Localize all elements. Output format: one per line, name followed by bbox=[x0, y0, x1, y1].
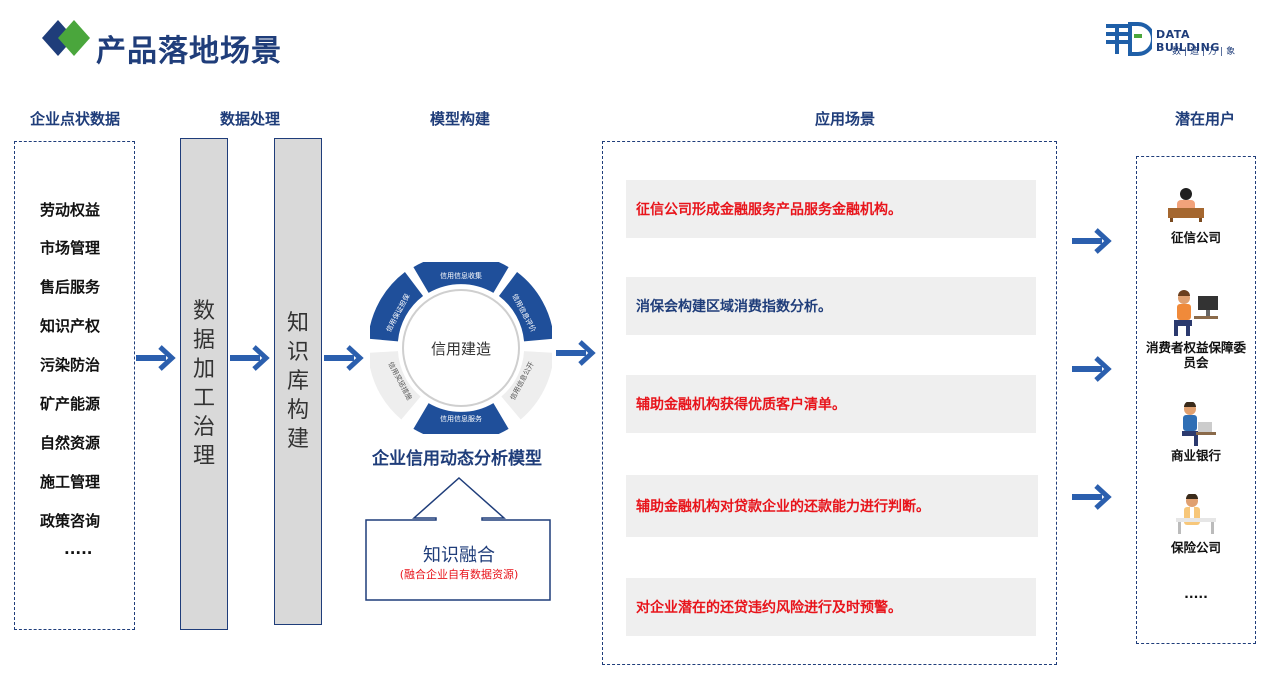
user-label: 征信公司 bbox=[1170, 230, 1221, 245]
scene-item: 征信公司形成金融服务产品服务金融机构。 bbox=[626, 180, 1036, 238]
data-processing-bar: 数据加工治理 bbox=[180, 138, 228, 630]
application-scenes-box bbox=[602, 141, 1057, 665]
flow-arrow-icon bbox=[1072, 228, 1114, 256]
flow-arrow-icon bbox=[230, 345, 272, 373]
user-label: 商业银行 bbox=[1170, 448, 1221, 463]
flow-arrow-icon bbox=[556, 340, 598, 368]
scene-item: 辅助金融机构对贷款企业的还款能力进行判断。 bbox=[626, 475, 1038, 537]
model-caption: 企业信用动态分析模型 bbox=[372, 449, 542, 469]
knowledge-fusion-callout bbox=[365, 476, 551, 601]
potential-users-box bbox=[1136, 156, 1256, 644]
logo-name: DATA BUILDING bbox=[1156, 28, 1220, 54]
laptop-worker-icon bbox=[1182, 402, 1216, 446]
source-item-ellipsis: ..... bbox=[64, 540, 93, 558]
heading-potential-users: 潜在用户 bbox=[1174, 110, 1235, 128]
desk-worker-icon bbox=[1174, 290, 1218, 336]
fusion-title: 知识融合 bbox=[423, 545, 495, 566]
ring-segment-guarantee bbox=[370, 272, 424, 342]
credit-model-cycle: 信用建造 信用信息收集 信用信息评价 信用信息公开 信用信息服务 信用奖惩措施 … bbox=[370, 262, 552, 434]
user-label-ellipsis: ..... bbox=[1184, 586, 1208, 601]
heading-application-scenes: 应用场景 bbox=[814, 110, 875, 128]
user-label: 消费者权益保障委员会 bbox=[1145, 340, 1246, 370]
segment-label: 信用信息收集 bbox=[440, 271, 482, 280]
segment-label: 信用信息服务 bbox=[440, 414, 482, 423]
source-item: 施工管理 bbox=[40, 473, 101, 491]
flow-arrow-icon bbox=[1072, 484, 1114, 512]
page-title: 产品落地场景 bbox=[96, 34, 282, 69]
ring-segment-reward bbox=[370, 350, 422, 420]
data-processing-label: 数据加工治理 bbox=[192, 299, 215, 469]
heading-source-data: 企业点状数据 bbox=[29, 110, 120, 128]
source-item: 自然资源 bbox=[40, 434, 101, 452]
flow-arrow-icon bbox=[136, 345, 178, 373]
heading-model-building: 模型构建 bbox=[429, 110, 490, 128]
source-item: 劳动权益 bbox=[40, 201, 101, 219]
brand-logo: DATA BUILDING 数|造|万|象 bbox=[1104, 20, 1254, 60]
source-data-box bbox=[14, 141, 135, 630]
model-center-label: 信用建造 bbox=[431, 340, 491, 358]
source-item: 污染防治 bbox=[40, 356, 101, 374]
knowledge-base-bar: 知识库构建 bbox=[274, 138, 322, 625]
source-item: 市场管理 bbox=[40, 239, 101, 257]
ring-segment-collect bbox=[413, 262, 509, 294]
source-item: 知识产权 bbox=[40, 317, 101, 335]
flow-arrow-icon bbox=[1072, 356, 1114, 384]
scene-item: 对企业潜在的还贷违约风险进行及时预警。 bbox=[626, 578, 1036, 636]
knowledge-base-label: 知识库构建 bbox=[286, 311, 309, 452]
user-label: 保险公司 bbox=[1170, 540, 1221, 555]
logo-subtitle: 数|造|万|象 bbox=[1172, 47, 1239, 57]
scene-item: 消保会构建区域消费指数分析。 bbox=[626, 277, 1036, 335]
ring-segment-publish bbox=[500, 350, 552, 420]
suit-worker-icon bbox=[1176, 494, 1216, 534]
title-diamond-icon bbox=[42, 20, 90, 56]
scene-item: 辅助金融机构获得优质客户清单。 bbox=[626, 375, 1036, 433]
office-worker-icon bbox=[1168, 188, 1204, 222]
source-item: 矿产能源 bbox=[40, 395, 101, 413]
source-item: 售后服务 bbox=[40, 278, 101, 296]
source-item: 政策咨询 bbox=[40, 512, 101, 530]
heading-data-processing: 数据处理 bbox=[219, 110, 280, 128]
fusion-subtitle: (融合企业自有数据资源) bbox=[399, 568, 519, 581]
ring-segment-service bbox=[413, 402, 509, 434]
ring-segment-evaluate bbox=[498, 272, 552, 342]
data-building-logo-icon bbox=[1106, 22, 1152, 56]
flow-arrow-icon bbox=[324, 345, 366, 373]
